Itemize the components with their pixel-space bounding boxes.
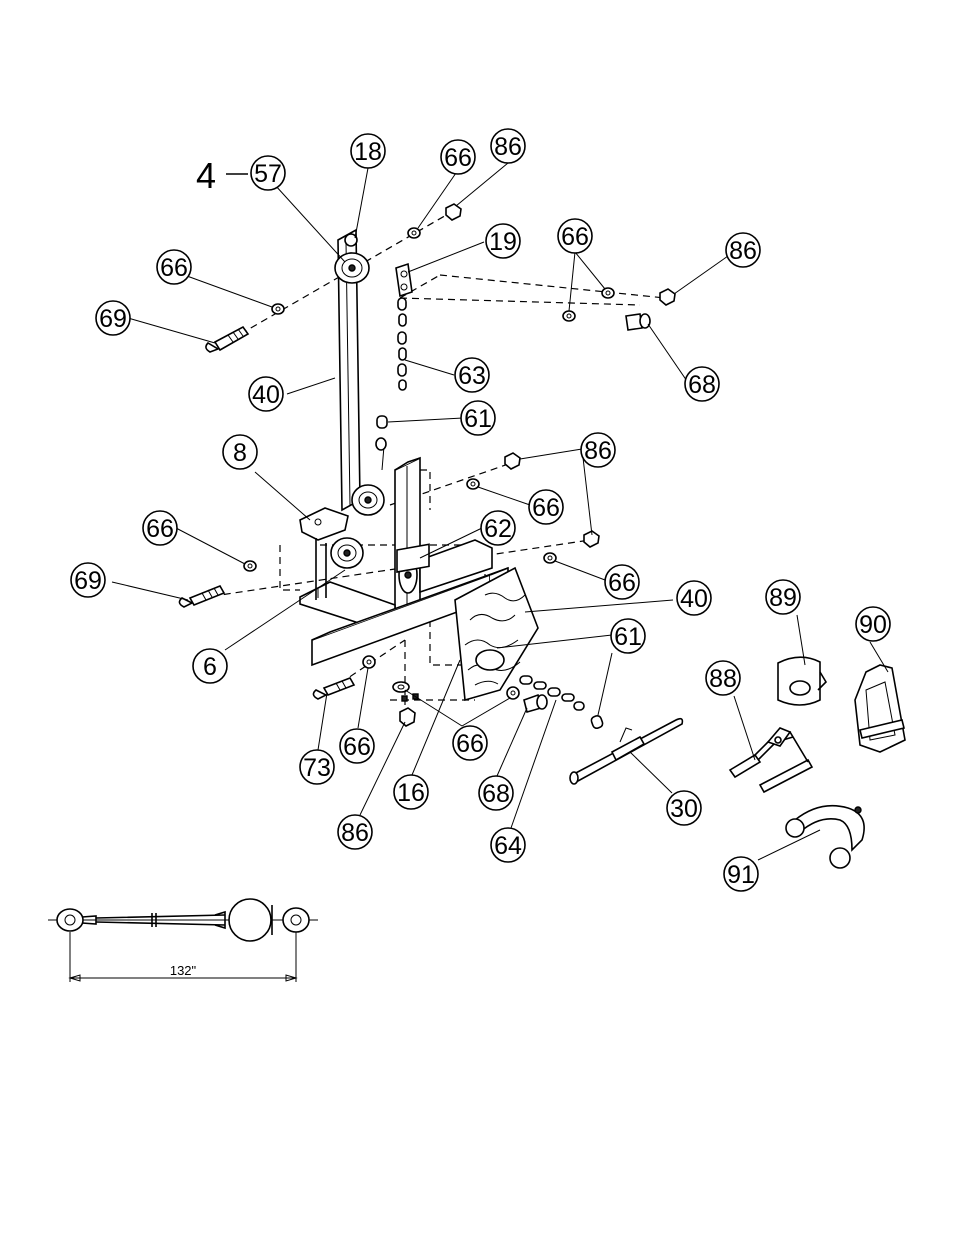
- svg-text:73: 73: [303, 754, 331, 782]
- callout-69: 69: [96, 301, 130, 335]
- svg-text:61: 61: [464, 405, 492, 433]
- callout-86: 86: [338, 815, 372, 849]
- svg-text:88: 88: [709, 665, 737, 693]
- callout-66: 66: [605, 565, 639, 599]
- svg-text:89: 89: [769, 584, 797, 612]
- front-column: [395, 458, 420, 612]
- callout-66: 66: [441, 140, 475, 174]
- callout-62: 62: [481, 511, 515, 545]
- svg-text:18: 18: [354, 138, 382, 166]
- svg-text:66: 66: [608, 569, 636, 597]
- svg-text:57: 57: [254, 160, 282, 188]
- svg-text:91: 91: [727, 861, 755, 889]
- svg-text:86: 86: [494, 133, 522, 161]
- callout-8: 8: [223, 435, 257, 469]
- cable-eye: [376, 438, 386, 450]
- svg-text:8: 8: [233, 439, 247, 467]
- svg-text:68: 68: [482, 780, 510, 808]
- curl-handle: [786, 806, 864, 868]
- svg-text:16: 16: [397, 779, 425, 807]
- svg-text:62: 62: [484, 515, 512, 543]
- svg-text:68: 68: [688, 371, 716, 399]
- callout-16: 16: [394, 775, 428, 809]
- callout-66: 66: [558, 219, 592, 253]
- callout-90: 90: [856, 607, 890, 641]
- svg-text:86: 86: [729, 237, 757, 265]
- callout-66: 66: [143, 511, 177, 545]
- svg-text:63: 63: [458, 362, 486, 390]
- callout-40: 40: [249, 377, 283, 411]
- callout-63: 63: [455, 358, 489, 392]
- chain: [398, 298, 406, 390]
- cable-length-label: 132": [170, 963, 197, 978]
- svg-text:66: 66: [532, 494, 560, 522]
- svg-text:69: 69: [74, 567, 102, 595]
- callout-6: 6: [193, 649, 227, 683]
- callout-89: 89: [766, 580, 800, 614]
- callout-86: 86: [581, 433, 615, 467]
- callout-18: 18: [351, 134, 385, 168]
- callout-19: 19: [486, 224, 520, 258]
- svg-text:40: 40: [252, 381, 280, 409]
- callout-40: 40: [677, 581, 711, 615]
- svg-text:30: 30: [670, 795, 698, 823]
- callout-64: 64: [491, 828, 525, 862]
- svg-text:64: 64: [494, 832, 522, 860]
- callout-88: 88: [706, 661, 740, 695]
- svg-text:66: 66: [343, 733, 371, 761]
- svg-text:66: 66: [456, 730, 484, 758]
- callout-68: 68: [685, 367, 719, 401]
- svg-text:66: 66: [561, 223, 589, 251]
- rowing-handle: [730, 728, 812, 792]
- hardware-upper: [206, 204, 675, 352]
- callout-73: 73: [300, 750, 334, 784]
- svg-text:6: 6: [203, 653, 217, 681]
- svg-text:69: 69: [99, 305, 127, 333]
- svg-text:86: 86: [341, 819, 369, 847]
- callout-66: 66: [340, 729, 374, 763]
- callout-68: 68: [479, 776, 513, 810]
- svg-text:86: 86: [584, 437, 612, 465]
- svg-text:66: 66: [444, 144, 472, 172]
- callout-66: 66: [529, 490, 563, 524]
- quick-link-top: [377, 416, 387, 428]
- cable-inset: 132": [48, 899, 318, 982]
- assembly-label: 4: [196, 155, 216, 196]
- straight-bar: [570, 719, 682, 784]
- ab-strap: [778, 657, 826, 705]
- callout-61: 61: [611, 619, 645, 653]
- svg-text:90: 90: [859, 611, 887, 639]
- svg-text:19: 19: [489, 228, 517, 256]
- callout-66: 66: [157, 250, 191, 284]
- svg-text:66: 66: [160, 254, 188, 282]
- callout-61: 61: [461, 401, 495, 435]
- svg-text:40: 40: [680, 585, 708, 613]
- callout-30: 30: [667, 791, 701, 825]
- stirrup-handle: [855, 665, 905, 752]
- callout-69: 69: [71, 563, 105, 597]
- svg-text:66: 66: [146, 515, 174, 543]
- svg-text:61: 61: [614, 623, 642, 651]
- callout-66: 66: [453, 726, 487, 760]
- callout-86: 86: [491, 129, 525, 163]
- callout-91: 91: [724, 857, 758, 891]
- callout-57: 57: [251, 156, 285, 190]
- chain-bracket: [396, 264, 412, 296]
- top-pulley: [335, 253, 369, 283]
- callout-86: 86: [726, 233, 760, 267]
